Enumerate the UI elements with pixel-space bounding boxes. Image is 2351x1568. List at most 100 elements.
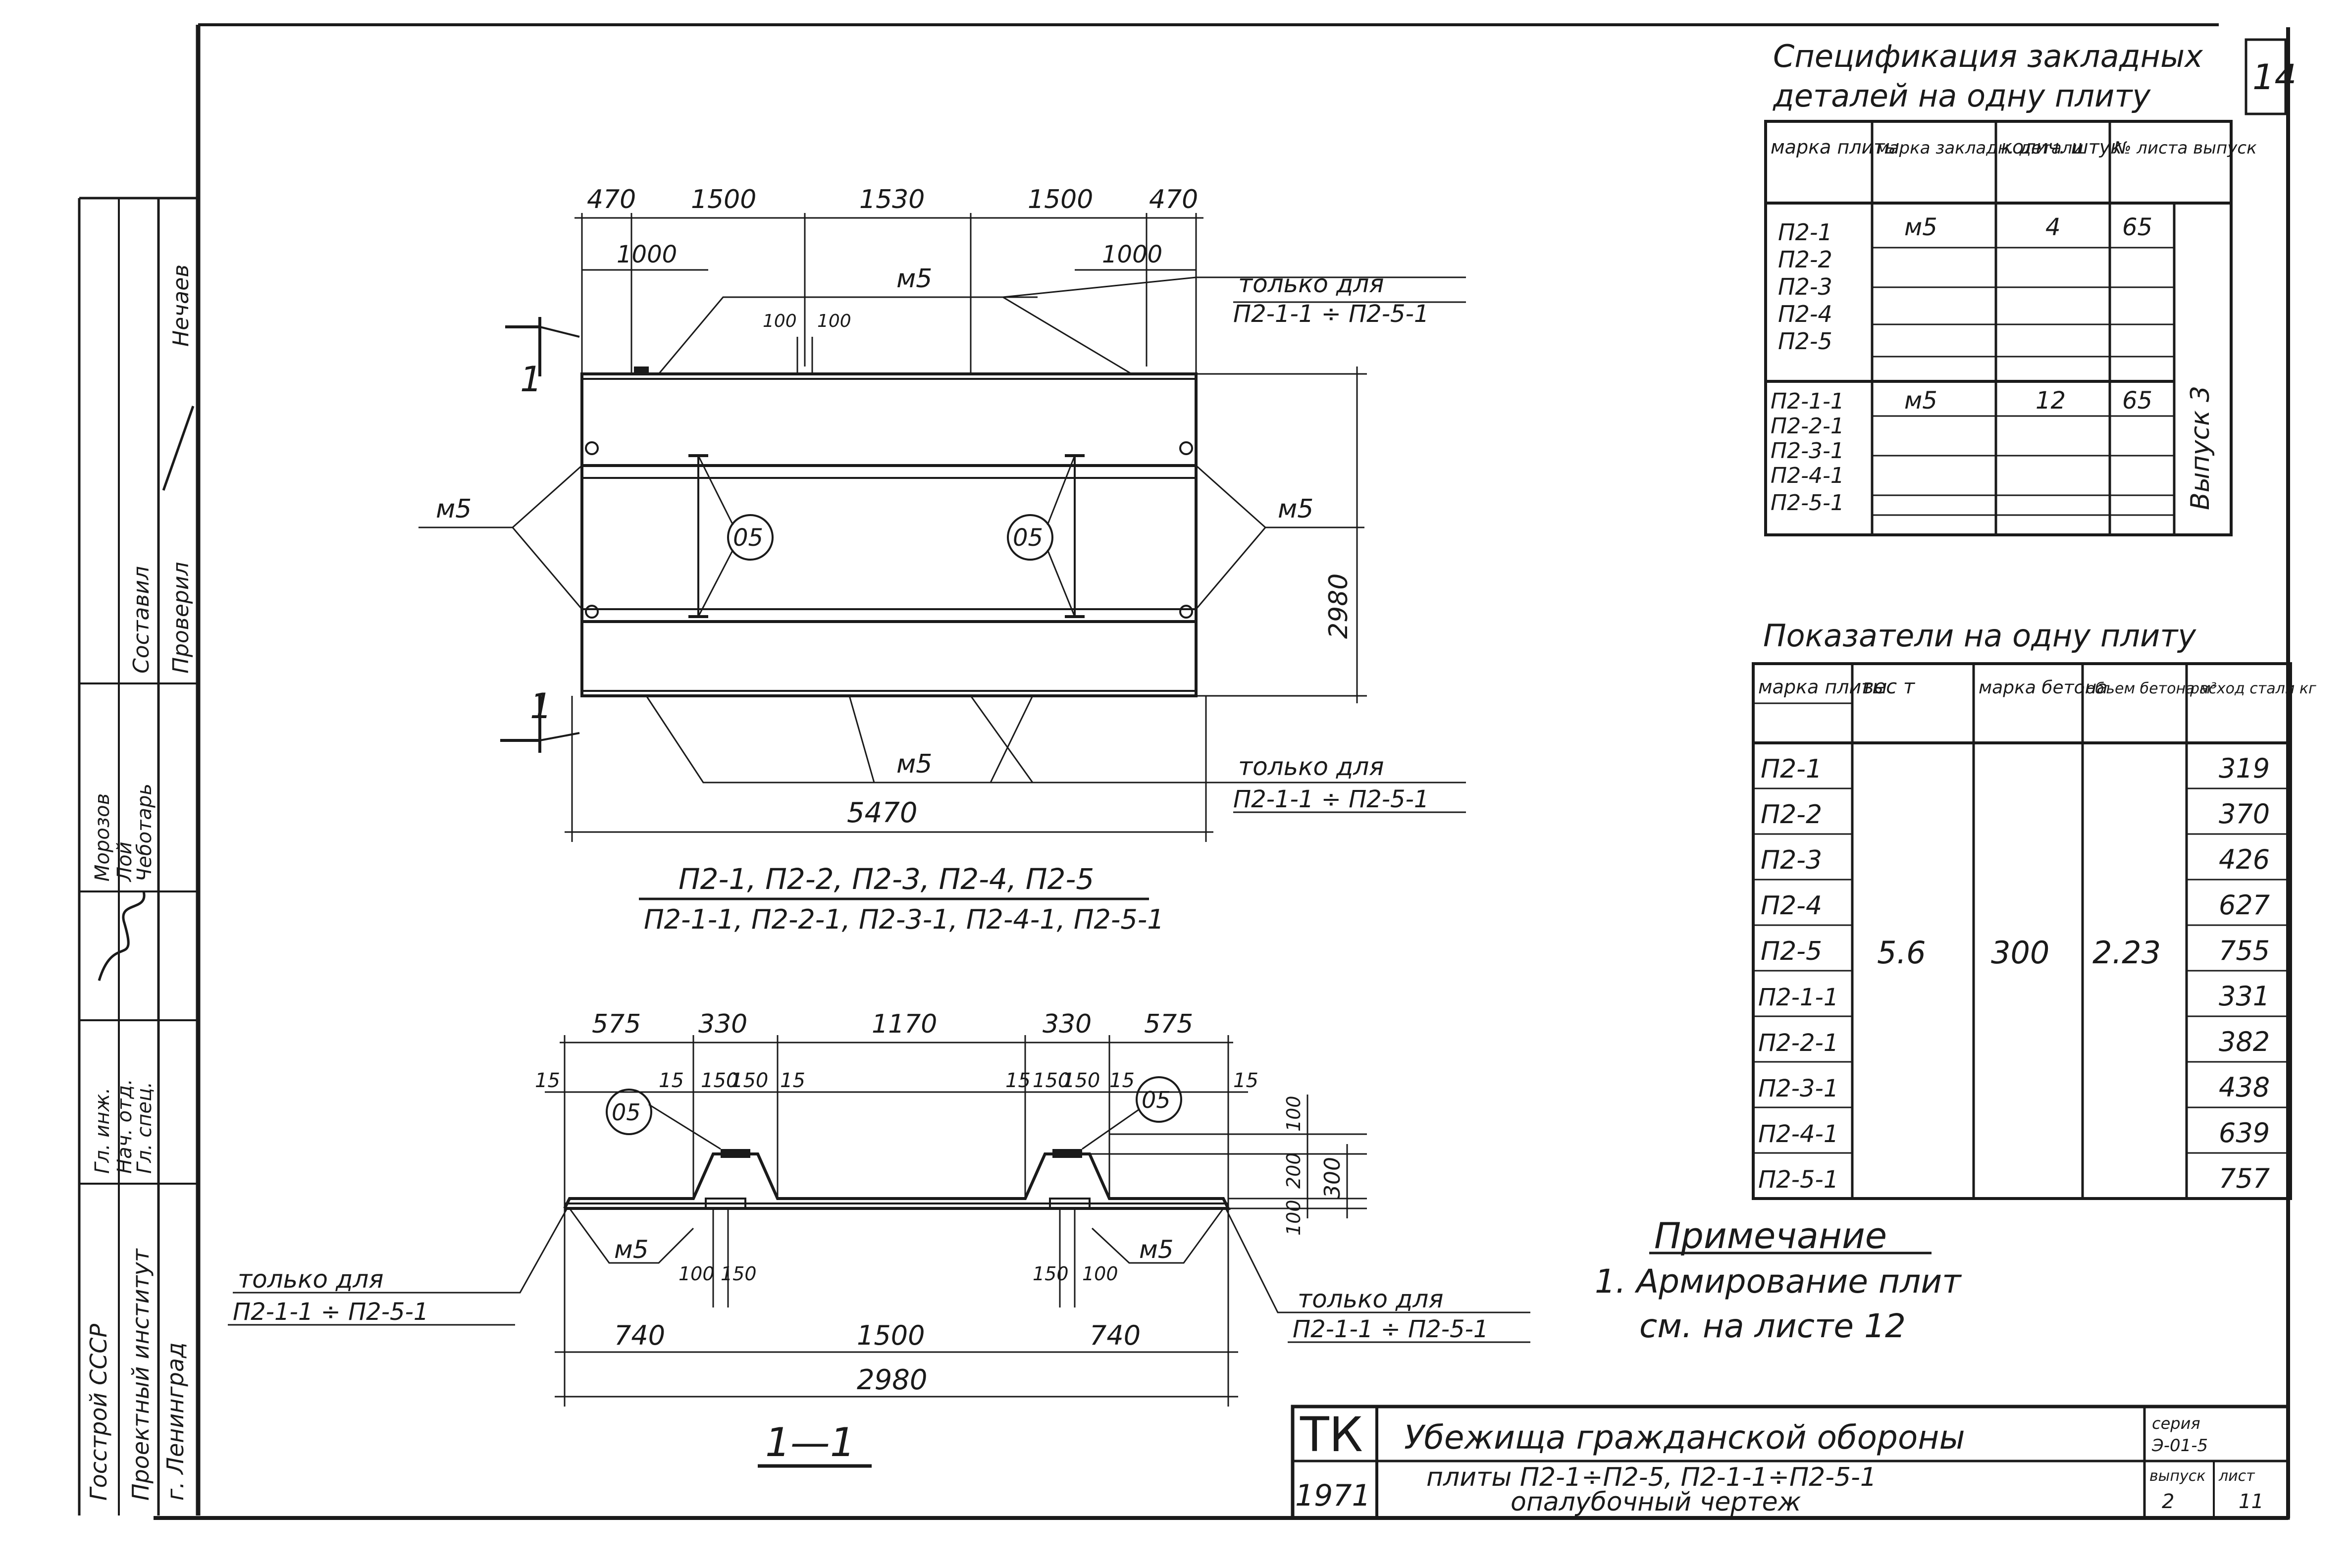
plan-dim-1530: 1530 [859,185,925,214]
plan-dim-100-a: 100 [763,311,797,331]
sec-dim-575-right: 575 [1144,1009,1193,1039]
plan-dim-1500-right: 1500 [1028,185,1093,214]
ind-row-6-mark: П2-1-1 [1758,984,1838,1011]
section-view: 575 330 1170 330 575 15 15 150 150 15 15… [228,1009,1530,1468]
indicators-table: Показатели на одну плиту марка плиты вес… [1752,618,2316,1200]
plan-caption-top: П2-1, П2-2, П2-3, П2-4, П2-5 [679,862,1094,896]
sec-15-d: 15 [1005,1069,1031,1092]
spec-title-1: Спецификация закладных [1773,38,2203,74]
sec-bottom-100-a: 100 [679,1263,715,1285]
note-line-2: см. на листе 12 [1639,1307,1906,1345]
spec-g2-detail: м5 [1904,387,1937,415]
ind-row-10-steel: 757 [2219,1163,2270,1194]
sec-m5-right: м5 [1139,1235,1174,1264]
tb-issue-label: выпуск [2149,1467,2205,1485]
plan-view: 470 1500 1530 1500 470 1000 1000 100 100… [418,185,1466,935]
ind-weight: 5.6 [1877,935,1926,971]
spec-g2-sheet: 65 [2122,387,2152,415]
sec-dim-1170: 1170 [872,1009,937,1039]
stamp-role-4: Проверил [168,562,194,674]
sec-15-b: 15 [659,1069,684,1092]
spec-vertical-note: Выпуск 3 [2186,386,2215,510]
title-block: ТК 1971 Убежища гражданской обороны плит… [1291,1405,2290,1520]
ind-row-9-steel: 639 [2219,1117,2270,1149]
plan-only-for-bottom: только для [1238,752,1384,781]
sec-15-a: 15 [535,1069,560,1092]
institute-city: г. Ленинград [162,1342,189,1501]
sec-right-100-bottom: 100 [1283,1200,1305,1236]
sec-range-right: П2-1-1 ÷ П2-5-1 [1293,1315,1488,1343]
note-title: Примечание [1654,1215,1887,1256]
stamp-role-1: Гл. инж. [91,1088,114,1174]
note-block: Примечание 1. Армирование плит см. на ли… [1595,1215,1962,1345]
sec-right-200: 200 [1283,1152,1305,1189]
spec-g2-mark-1: П2-1-1 [1771,389,1844,414]
mark-05-right [1007,514,1053,561]
plan-label-m5-left: м5 [436,494,471,524]
indicators-title: Показатели на одну плиту [1763,618,2196,654]
spec-g2-mark-3: П2-3-1 [1771,438,1844,464]
sec-only-for-right: только для [1298,1285,1443,1313]
ind-row-3-steel: 426 [2219,844,2270,875]
sec-15-e: 15 [1109,1069,1135,1092]
spec-table: Спецификация закладных деталей на одну п… [1764,38,2257,536]
spec-title-2: деталей на одну плиту [1773,78,2151,114]
sec-150-d: 150 [1062,1069,1100,1092]
sec-05-right: 05 [1142,1087,1171,1113]
sec-dim-575-left: 575 [592,1009,641,1039]
spec-g1-mark-3: П2-3 [1778,273,1832,300]
ind-header-1: марка плиты [1758,676,1887,698]
spec-g1-detail: м5 [1904,213,1937,241]
tb-year: 1971 [1295,1478,1371,1513]
spec-g1-qty: 4 [2045,213,2061,241]
ind-row-4-mark: П2-4 [1761,891,1822,921]
sec-range-left: П2-1-1 ÷ П2-5-1 [233,1298,428,1326]
ind-row-5-steel: 755 [2219,935,2270,966]
tb-sheet-label: лист [2218,1467,2255,1485]
plan-dim-1000-left: 1000 [617,241,677,268]
spec-g2-mark-4: П2-4-1 [1771,463,1844,488]
plan-mark-05-left: 05 [733,524,763,552]
tb-title: Убежища гражданской обороны [1404,1418,1965,1457]
sec-bottom-1500: 1500 [857,1320,925,1351]
sec-mark-05-right [1136,1076,1182,1123]
tb-series-label: серия [2152,1414,2200,1433]
ind-row-2-steel: 370 [2219,798,2270,830]
ind-volume: 2.23 [2092,935,2161,971]
institute-name: Проектный институт [127,1248,154,1501]
sec-150-c: 150 [1033,1069,1070,1092]
spec-g1-sheet: 65 [2122,213,2152,241]
sheet-frame: 14 [154,23,2297,1520]
ind-header-2: вес т [1862,676,1916,698]
plan-width-5470: 5470 [847,797,918,829]
note-line-1: 1. Армирование плит [1595,1262,1962,1301]
ind-row-1-mark: П2-1 [1761,754,1822,784]
stamp-role-2: Нач. отд. [113,1079,136,1174]
spec-header-1: марка плиты [1771,136,1899,158]
sec-right-300: 300 [1320,1157,1345,1199]
plan-only-for-top: только для [1238,269,1384,298]
ind-row-3-mark: П2-3 [1761,845,1822,875]
ind-header-3: марка бетона [1979,678,2107,698]
sec-15-f: 15 [1233,1069,1258,1092]
sec-150-b: 150 [731,1069,768,1092]
stamp-role-5: Составил [129,566,154,674]
sec-bottom-740-right: 740 [1090,1320,1141,1351]
plan-dim-1000-right: 1000 [1102,241,1162,268]
ind-row-1-steel: 319 [2219,753,2270,784]
plan-height-2980: 2980 [1324,574,1354,639]
signature-1 [98,891,146,981]
ind-row-5-mark: П2-5 [1761,937,1822,966]
section-mark-top: 1 [520,359,542,400]
plan-range-top: П2-1-1 ÷ П2-5-1 [1233,300,1429,328]
tb-subtitle-2: опалубочный чертеж [1511,1487,1801,1517]
ind-header-4: объем бетона м³ [2086,680,2217,697]
sec-dim-330-right: 330 [1043,1009,1092,1039]
plan-range-bottom: П2-1-1 ÷ П2-5-1 [1233,785,1429,813]
ind-header-5: расход стали кг [2190,680,2316,697]
mark-05-left [727,514,774,561]
ind-row-9-mark: П2-4-1 [1758,1120,1838,1148]
ind-row-4-steel: 627 [2219,889,2270,921]
plan-dim-1500-left: 1500 [691,185,756,214]
tb-issue: 2 [2162,1490,2174,1513]
